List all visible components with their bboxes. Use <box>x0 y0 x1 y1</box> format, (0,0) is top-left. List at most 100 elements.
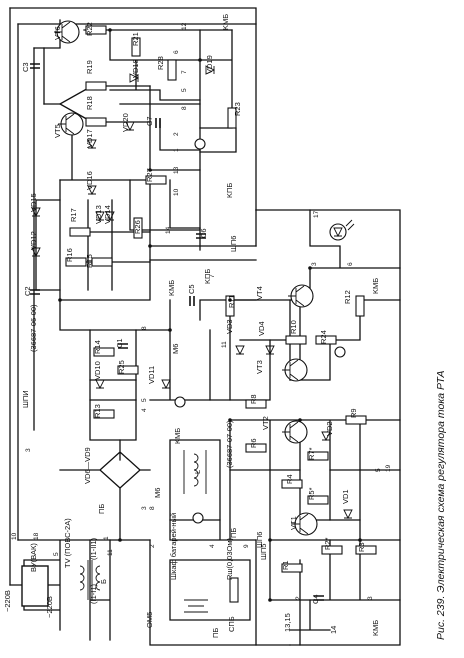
component-label: TV (ПОВС-2А) <box>63 518 72 568</box>
component-label: (I1-I1) <box>89 583 98 604</box>
terminal-number: 1 <box>173 148 180 152</box>
component-label: R12 <box>343 290 352 304</box>
transistor-VT2 <box>282 420 308 444</box>
resistor-R14 <box>93 347 115 357</box>
terminal-number: 19 <box>385 464 392 472</box>
resistor-R12 <box>355 295 365 317</box>
terminal-number: 5 <box>375 468 382 472</box>
terminal-number: 2 <box>295 596 302 600</box>
component-label: C3 <box>21 62 30 72</box>
resistor-R22 <box>85 25 107 35</box>
diode-VD2 <box>321 431 331 442</box>
terminal-number: 3 <box>311 262 318 266</box>
component-label: R25 <box>117 360 126 374</box>
component-label: C1 <box>115 338 124 348</box>
component-label: R15 <box>85 254 94 268</box>
meter-A4 <box>192 512 204 524</box>
component-label: ШП6 <box>255 532 264 548</box>
component-label: KMБ <box>371 620 380 636</box>
component-label: R22 <box>85 22 94 36</box>
capacitor-C1 <box>118 343 128 349</box>
terminal-number: 6 <box>347 262 354 266</box>
component-label: C5 <box>187 284 196 294</box>
figure-caption: Рис. 239. Электрическая схема регулятора… <box>435 370 447 640</box>
component-label: KMБ <box>167 280 176 296</box>
terminal-number: 5 <box>181 88 188 92</box>
resistor-R1 <box>281 563 303 573</box>
component-label: R2* <box>323 537 332 550</box>
terminal-number: 3 <box>141 506 148 510</box>
component-label: (36687-06-00) <box>29 304 38 352</box>
component-label: R18 <box>85 96 94 110</box>
terminal-number: 8 <box>181 106 188 110</box>
component-label: ~220В <box>3 590 12 612</box>
terminal-number: 3 <box>367 596 374 600</box>
resistor-R25 <box>117 365 139 375</box>
inductor-L <box>193 453 199 487</box>
resistor-R11 <box>225 295 235 317</box>
component-label: (I1-II1) <box>89 537 98 560</box>
component-label: VD14 <box>103 205 112 224</box>
resistor-R10 <box>285 335 307 345</box>
resistor-R28 <box>167 59 177 81</box>
meter-A2 <box>174 396 186 408</box>
terminal-number: 6 <box>173 50 180 54</box>
component-label: VD19 <box>205 55 214 74</box>
component-label: L <box>193 470 202 474</box>
terminal-number: 7 <box>209 274 216 278</box>
component-label: BУ(ВАК) <box>29 543 38 572</box>
transistor-VT6 <box>54 20 80 44</box>
terminal-number: 13 <box>173 166 180 174</box>
component-label: VD20 <box>121 113 130 132</box>
meter-A1 <box>194 138 206 150</box>
component-label: VT5 <box>53 124 62 138</box>
diode-VD11 <box>161 379 171 390</box>
diode-VD19 <box>205 65 216 75</box>
component-label: VD11 <box>147 366 156 384</box>
component-label: C4 <box>311 594 320 604</box>
resistor-R7 <box>307 451 329 461</box>
resistor-R24 <box>315 335 337 345</box>
terminal-number: 2 <box>149 544 156 548</box>
diode-VD14 <box>105 211 115 222</box>
resistor-R18 <box>85 117 107 127</box>
terminal-number: 12 <box>181 22 188 30</box>
component-label: VD4 <box>257 321 266 336</box>
component-label: R8 <box>249 394 258 404</box>
component-label: VD15 <box>29 193 38 212</box>
component-label: M6 <box>153 488 162 498</box>
component-label: R7* <box>307 447 316 460</box>
diode-VD4 <box>265 345 275 356</box>
terminal-number: 5 <box>53 552 60 556</box>
component-label: R16 <box>65 248 74 262</box>
component-label: R17 <box>69 208 78 222</box>
led-VD5 <box>329 219 355 241</box>
component-label: VD18 <box>131 59 140 78</box>
component-label: Б <box>99 579 108 584</box>
component-label: R28 <box>156 56 165 70</box>
shunt-Rsh <box>229 577 239 603</box>
resistor-R15 <box>91 257 113 267</box>
terminal-number: 10 <box>173 188 180 196</box>
component-label: R10 <box>289 320 298 334</box>
component-label: R3* <box>357 539 366 552</box>
component-label: Rш(0,03Ом) <box>225 537 234 580</box>
component-label: KMБ <box>221 14 230 30</box>
transistor-VT3 <box>282 358 308 382</box>
component-label: R9 <box>349 408 358 418</box>
resistor-R21 <box>131 37 141 57</box>
terminal-number: 18 <box>33 532 40 540</box>
component-label: ОМ5 <box>145 612 154 628</box>
component-label: R1 <box>281 560 290 570</box>
component-label: VD12 <box>29 231 38 250</box>
component-label: VT1 <box>289 516 298 530</box>
component-label: VT3 <box>255 360 264 374</box>
component-label: ПБ <box>211 628 220 638</box>
diode-VD10 <box>95 379 105 390</box>
component-label: C6 <box>199 228 208 238</box>
transformer-TV <box>79 560 101 600</box>
component-label: ПБ <box>97 504 106 514</box>
terminal-number: 4 <box>209 544 216 548</box>
component-label: VD16 <box>85 171 94 190</box>
